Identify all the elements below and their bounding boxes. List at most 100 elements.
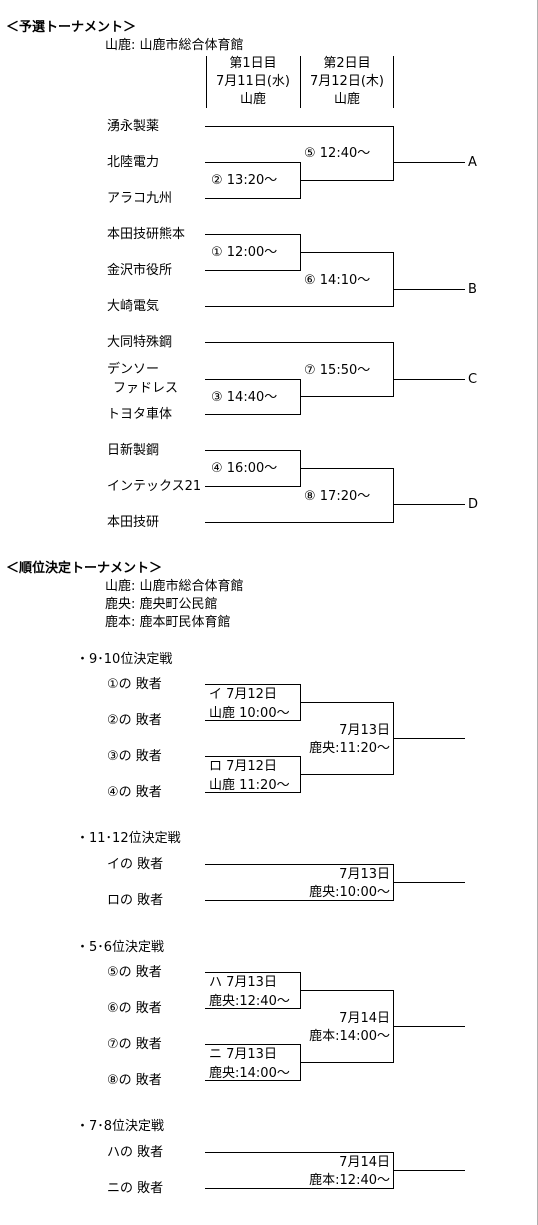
placement-venue: 鹿本: 鹿本町民体育館 [105, 615, 231, 630]
bracket-line [205, 162, 300, 163]
final-date: 7月14日 [339, 1011, 390, 1026]
day2-date: 7月12日(木) [310, 74, 384, 89]
bracket-line [205, 1152, 394, 1153]
team-name: 大崎電気 [107, 299, 160, 314]
semi-time: 山鹿 10:00～ [209, 706, 290, 721]
final-time: 鹿央:11:20～ [309, 741, 390, 756]
bracket-line [205, 972, 300, 973]
team-name: ファドレス [113, 381, 179, 396]
group-result: A [468, 155, 477, 170]
bracket-line [205, 684, 300, 685]
entrant: ⑦の 敗者 [107, 1037, 162, 1052]
bracket-line [393, 289, 465, 290]
team-name: 大同特殊鋼 [107, 335, 173, 350]
bracket-line [205, 270, 300, 271]
bracket-title: ・7･8位決定戦 [76, 1119, 165, 1134]
bracket-line [300, 180, 394, 181]
semi-time: 鹿央:14:00～ [209, 1066, 290, 1081]
bracket-line [205, 379, 300, 380]
bracket-line [205, 450, 300, 451]
bracket-line [205, 234, 300, 235]
bracket-line [393, 738, 465, 739]
day1-label: 第1日目 [229, 56, 277, 71]
bracket-line [300, 252, 394, 253]
entrant: ④の 敗者 [107, 785, 162, 800]
match-label: ⑦ 15:50～ [304, 363, 371, 378]
prelim-heading: ＜予選トーナメント＞ [6, 20, 137, 35]
team-name: デンソー [107, 362, 160, 377]
entrant: ⑤の 敗者 [107, 965, 162, 980]
final-time: 鹿本:12:40～ [309, 1173, 390, 1188]
semi-time: 山鹿 11:20～ [209, 778, 290, 793]
team-name: トヨタ車体 [107, 407, 173, 422]
entrant: ニの 敗者 [107, 1181, 164, 1196]
header-divider [393, 56, 394, 108]
bracket-line [205, 1080, 300, 1081]
bracket-line [300, 379, 301, 415]
bracket-line [205, 198, 300, 199]
entrant: ロの 敗者 [107, 893, 164, 908]
bracket-line [300, 1062, 394, 1063]
bracket-line [205, 900, 394, 901]
group-result: C [468, 372, 478, 387]
bracket-line [205, 756, 300, 757]
semi-date: イ 7月12日 [209, 687, 277, 702]
bracket-line [205, 792, 300, 793]
bracket-line [300, 396, 394, 397]
bracket-line [393, 1170, 465, 1171]
match-label: ⑧ 17:20～ [304, 489, 371, 504]
placement-heading: ＜順位決定トーナメント＞ [6, 561, 163, 576]
bracket-line [205, 522, 394, 523]
prelim-venue: 山鹿: 山鹿市総合体育館 [105, 38, 244, 53]
day2-venue: 山鹿 [333, 92, 360, 107]
bracket-line [205, 1008, 300, 1009]
final-date: 7月13日 [339, 723, 390, 738]
bracket-line [205, 126, 394, 127]
final-time: 鹿本:14:00～ [309, 1029, 390, 1044]
team-name: 湧永製薬 [107, 119, 160, 134]
bracket-line [205, 306, 394, 307]
team-name: 日新製鋼 [107, 443, 160, 458]
bracket-line [393, 1026, 465, 1027]
team-name: 本田技研 [107, 515, 160, 530]
team-name: 金沢市役所 [107, 263, 173, 278]
semi-date: ハ 7月13日 [209, 975, 277, 990]
bracket-line [205, 864, 394, 865]
bracket-line [205, 486, 300, 487]
day1-date: 7月11日(水) [216, 74, 290, 89]
entrant: ③の 敗者 [107, 749, 162, 764]
entrant: ②の 敗者 [107, 713, 162, 728]
match-label: ① 12:00～ [211, 245, 278, 260]
entrant: ハの 敗者 [107, 1145, 164, 1160]
bracket-line [393, 162, 465, 163]
bracket-title: ・5･6位決定戦 [76, 940, 165, 955]
group-result: D [468, 497, 479, 512]
bracket-line [393, 342, 394, 397]
entrant: イの 敗者 [107, 857, 164, 872]
team-name: 本田技研熊本 [107, 227, 186, 242]
bracket-line [393, 252, 394, 307]
day2-label: 第2日目 [323, 56, 371, 71]
final-date: 7月14日 [339, 1155, 390, 1170]
team-name: アラコ九州 [107, 191, 173, 206]
day1-venue: 山鹿 [239, 92, 266, 107]
placement-venue: 山鹿: 山鹿市総合体育館 [105, 579, 244, 594]
bracket-line [205, 342, 394, 343]
bracket-line [300, 774, 394, 775]
entrant: ⑧の 敗者 [107, 1073, 162, 1088]
group-result: B [468, 282, 477, 297]
bracket-line [393, 379, 465, 380]
bracket-line [205, 1188, 394, 1189]
match-label: ⑥ 14:10～ [304, 273, 371, 288]
bracket-line [300, 468, 394, 469]
match-label: ⑤ 12:40～ [304, 146, 371, 161]
bracket-line [393, 468, 394, 523]
header-divider [206, 56, 207, 108]
team-name: インテックス21 [107, 479, 202, 494]
semi-date: ロ 7月12日 [209, 759, 277, 774]
semi-time: 鹿央:12:40～ [209, 994, 290, 1009]
match-label: ④ 16:00～ [211, 461, 278, 476]
bracket-line [300, 702, 394, 703]
entrant: ⑥の 敗者 [107, 1001, 162, 1016]
